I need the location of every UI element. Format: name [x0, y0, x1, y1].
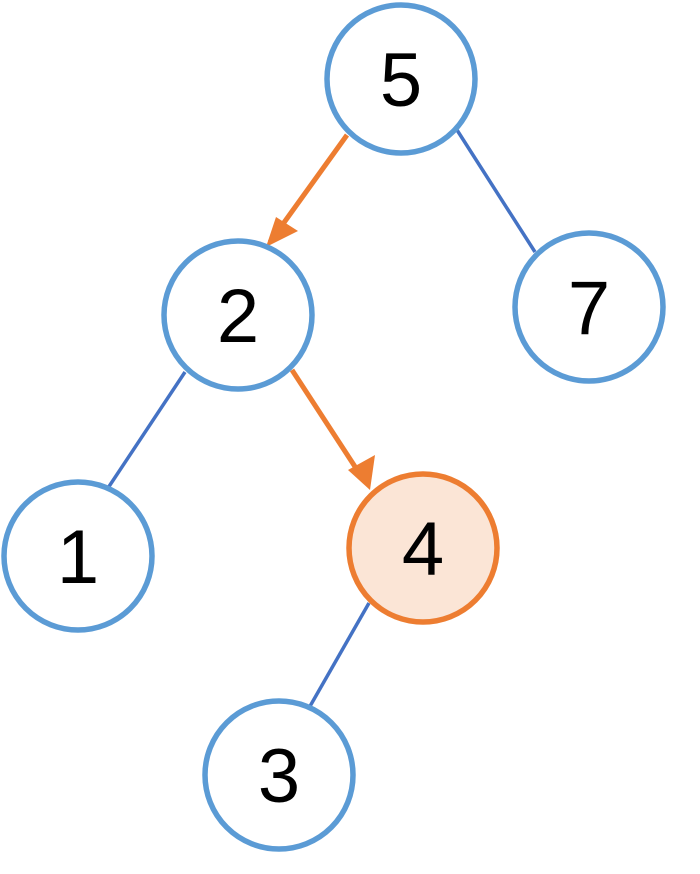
edge-2-1 [106, 371, 187, 489]
node-circle [161, 238, 315, 392]
node-circle [324, 2, 478, 156]
node-label: 3 [258, 734, 300, 819]
tree-node-1: 1 [1, 479, 155, 633]
node-label: 7 [568, 266, 610, 351]
edge-4-3 [307, 602, 371, 709]
tree-node-7: 7 [512, 230, 666, 384]
tree-node-4-highlighted: 4 [346, 471, 500, 625]
tree-node-3: 3 [202, 698, 356, 852]
edge-5-7 [455, 129, 537, 253]
node-circle [202, 698, 356, 852]
tree-node-2: 2 [161, 238, 315, 392]
node-circle [1, 479, 155, 633]
node-label: 5 [380, 38, 422, 123]
node-circle [346, 471, 500, 625]
edge-2-4 [289, 368, 368, 484]
arrowhead-5-2 [266, 217, 298, 247]
node-label: 4 [402, 507, 444, 592]
arrowhead-2-4 [348, 455, 375, 490]
tree-node-5: 5 [324, 2, 478, 156]
node-circle [512, 230, 666, 384]
node-label: 2 [217, 274, 259, 359]
node-label: 1 [57, 515, 99, 600]
